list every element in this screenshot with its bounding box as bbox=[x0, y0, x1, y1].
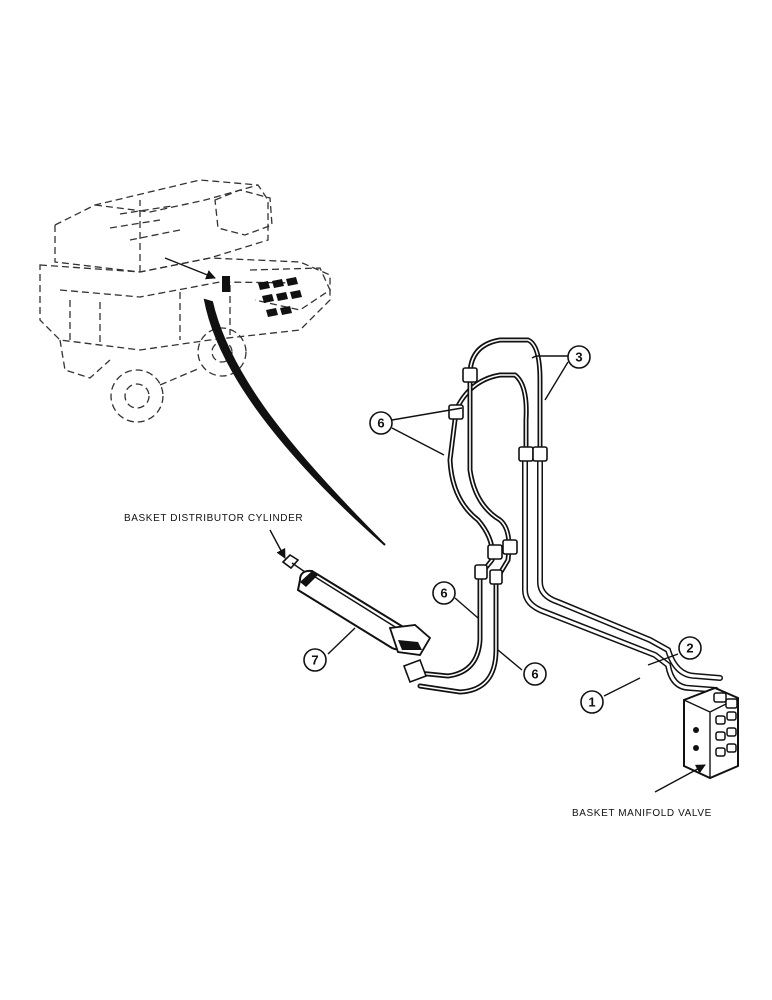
basket-distributor-cylinder-label: BASKET DISTRIBUTOR CYLINDER bbox=[124, 513, 304, 524]
callout-7-number: 7 bbox=[311, 653, 318, 668]
callout-6-upper-number: 6 bbox=[377, 416, 384, 431]
basket-distributor-cylinder bbox=[281, 553, 432, 684]
leader-lines bbox=[269, 355, 706, 793]
callout-6-middle-number: 6 bbox=[440, 586, 447, 601]
steel-tubes bbox=[522, 452, 723, 693]
hose-fittings bbox=[448, 367, 548, 585]
callout-1-number: 1 bbox=[588, 695, 595, 710]
callout-6-lower-number: 6 bbox=[531, 667, 538, 682]
basket-manifold-valve bbox=[683, 686, 739, 780]
hoses-3 bbox=[453, 337, 543, 458]
callout-2: 2 bbox=[678, 636, 702, 660]
callout-2-number: 2 bbox=[686, 641, 693, 656]
callout-6-middle: 6 bbox=[432, 581, 456, 605]
callout-7: 7 bbox=[303, 648, 327, 672]
callout-6-lower: 6 bbox=[523, 662, 547, 686]
machine-outline bbox=[39, 179, 331, 423]
callout-6-upper: 6 bbox=[369, 411, 393, 435]
callout-3: 3 bbox=[567, 345, 591, 369]
basket-manifold-valve-label: BASKET MANIFOLD VALVE bbox=[572, 808, 712, 819]
callout-3-number: 3 bbox=[575, 350, 582, 365]
callout-1: 1 bbox=[580, 690, 604, 714]
hoses-6 bbox=[405, 377, 512, 695]
location-sweep bbox=[203, 298, 386, 546]
